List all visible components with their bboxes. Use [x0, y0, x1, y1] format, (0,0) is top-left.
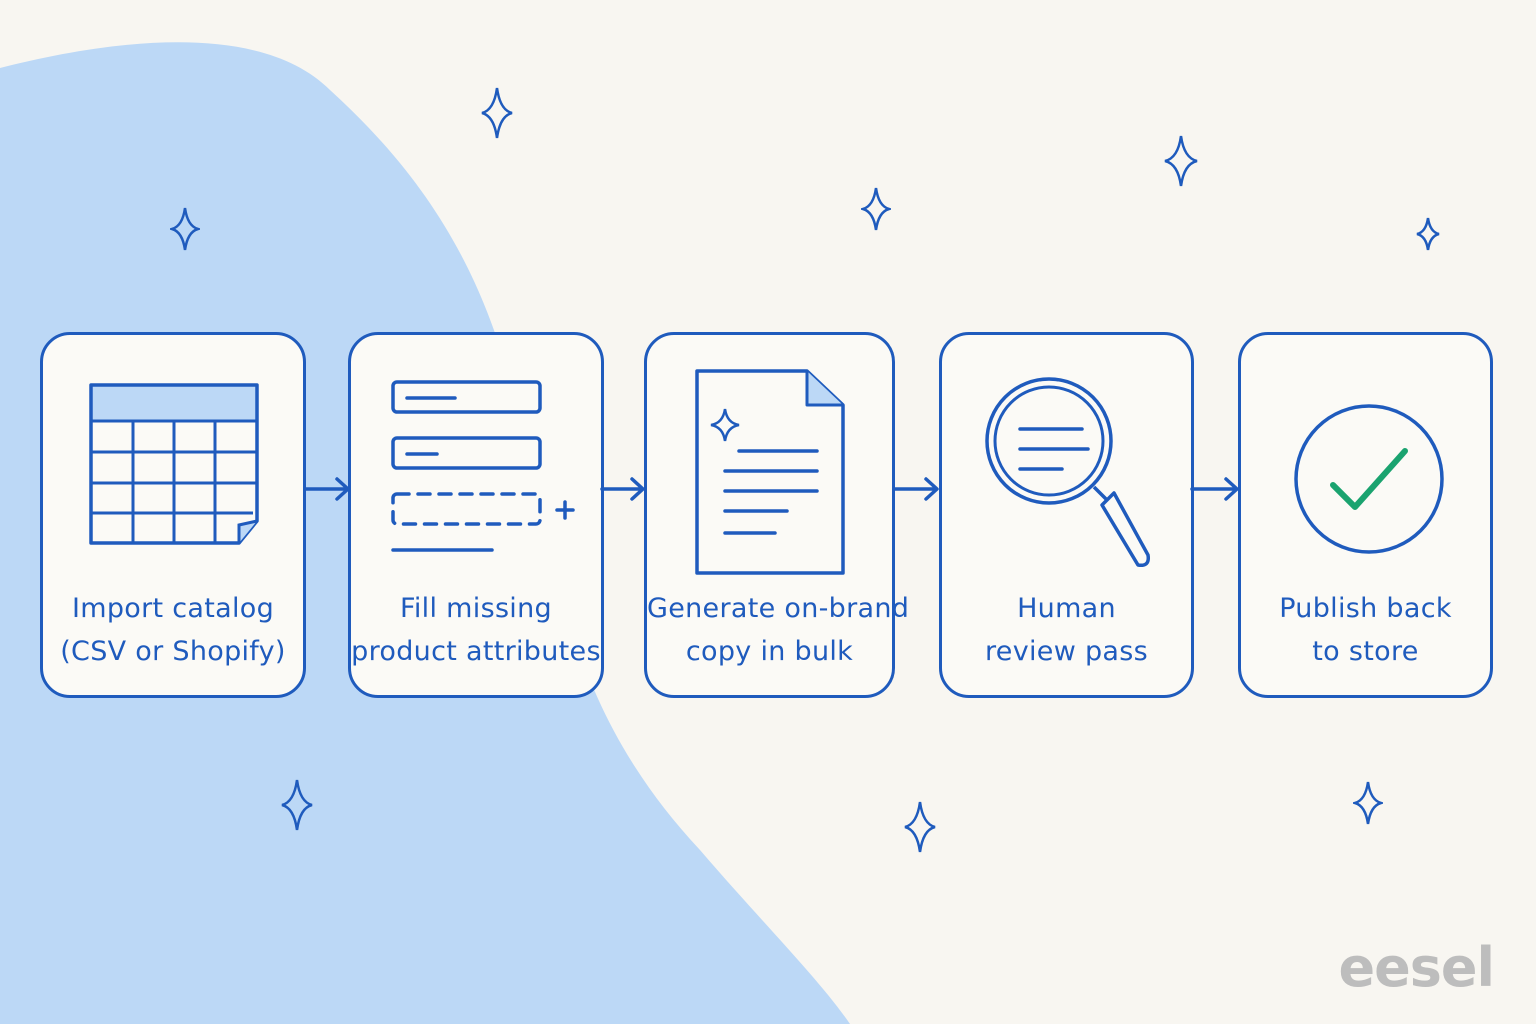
step-label-line2: copy in bulk: [685, 636, 854, 667]
magnifier-icon: [985, 377, 1151, 568]
step-label-line1: Generate on-brand: [647, 593, 910, 624]
brand-logo: eesel: [1338, 936, 1495, 999]
step-label-line2: product attributes: [351, 636, 601, 667]
step-label: Human review pass: [942, 587, 1191, 673]
step-label: Import catalog (CSV or Shopify): [43, 587, 303, 673]
sparkle-icon: [1353, 781, 1383, 825]
sparkle-icon: [281, 779, 313, 831]
step-card-generate-copy: Generate on-brand copy in bulk: [644, 332, 910, 698]
step-card-import: Import catalog (CSV or Shopify): [40, 332, 306, 698]
document-icon: [695, 369, 845, 575]
step-label-line2: review pass: [985, 636, 1148, 667]
step-label: Fill missing product attributes: [351, 587, 601, 673]
form-fields-icon: [391, 380, 575, 552]
sparkle-icon: [481, 87, 513, 139]
step-card-fill-attributes: Fill missing product attributes: [348, 332, 604, 698]
sparkle-icon: [1416, 217, 1440, 251]
step-label-line2: to store: [1312, 636, 1419, 667]
arrow-right-icon: [892, 477, 939, 501]
checkmark-circle-icon: [1294, 404, 1444, 554]
sparkle-icon: [861, 187, 891, 231]
step-label-line1: Human: [1017, 593, 1116, 624]
step-card-publish: Publish back to store: [1238, 332, 1493, 698]
arrow-right-icon: [303, 477, 350, 501]
step-card-human-review: Human review pass: [939, 332, 1194, 698]
spreadsheet-icon: [89, 383, 259, 545]
step-label-line2: (CSV or Shopify): [60, 636, 286, 667]
step-label: Generate on-brand copy in bulk: [647, 587, 910, 673]
step-label-line1: Import catalog: [71, 593, 275, 624]
step-label-line1: Fill missing: [400, 593, 552, 624]
sparkle-icon: [904, 801, 936, 853]
arrow-right-icon: [1190, 477, 1239, 501]
sparkle-icon: [1164, 135, 1198, 187]
arrow-right-icon: [600, 477, 645, 501]
step-label-line1: Publish back: [1279, 593, 1452, 624]
step-label: Publish back to store: [1241, 587, 1490, 673]
sparkle-icon: [170, 207, 200, 251]
